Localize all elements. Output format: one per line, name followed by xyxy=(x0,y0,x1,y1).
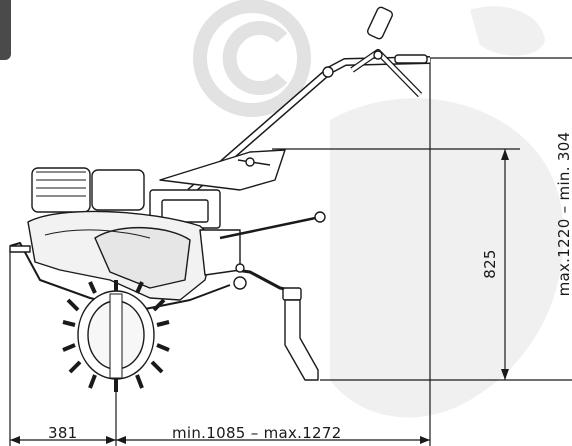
dimension-lines xyxy=(9,57,572,446)
length-range-label: min.1085 – max.1272 xyxy=(172,424,342,442)
tiller-machine xyxy=(9,6,431,392)
dimension-arrows xyxy=(10,149,509,444)
watermark-shape xyxy=(330,6,564,418)
tine-wheel xyxy=(62,280,170,392)
wheel-offset-label: 381 xyxy=(48,424,78,442)
corner-tab xyxy=(0,0,11,60)
handle-height-label: 825 xyxy=(481,249,499,279)
copyright-icon xyxy=(193,0,311,117)
height-range-label: max.1220 – min. 304 xyxy=(555,131,572,297)
